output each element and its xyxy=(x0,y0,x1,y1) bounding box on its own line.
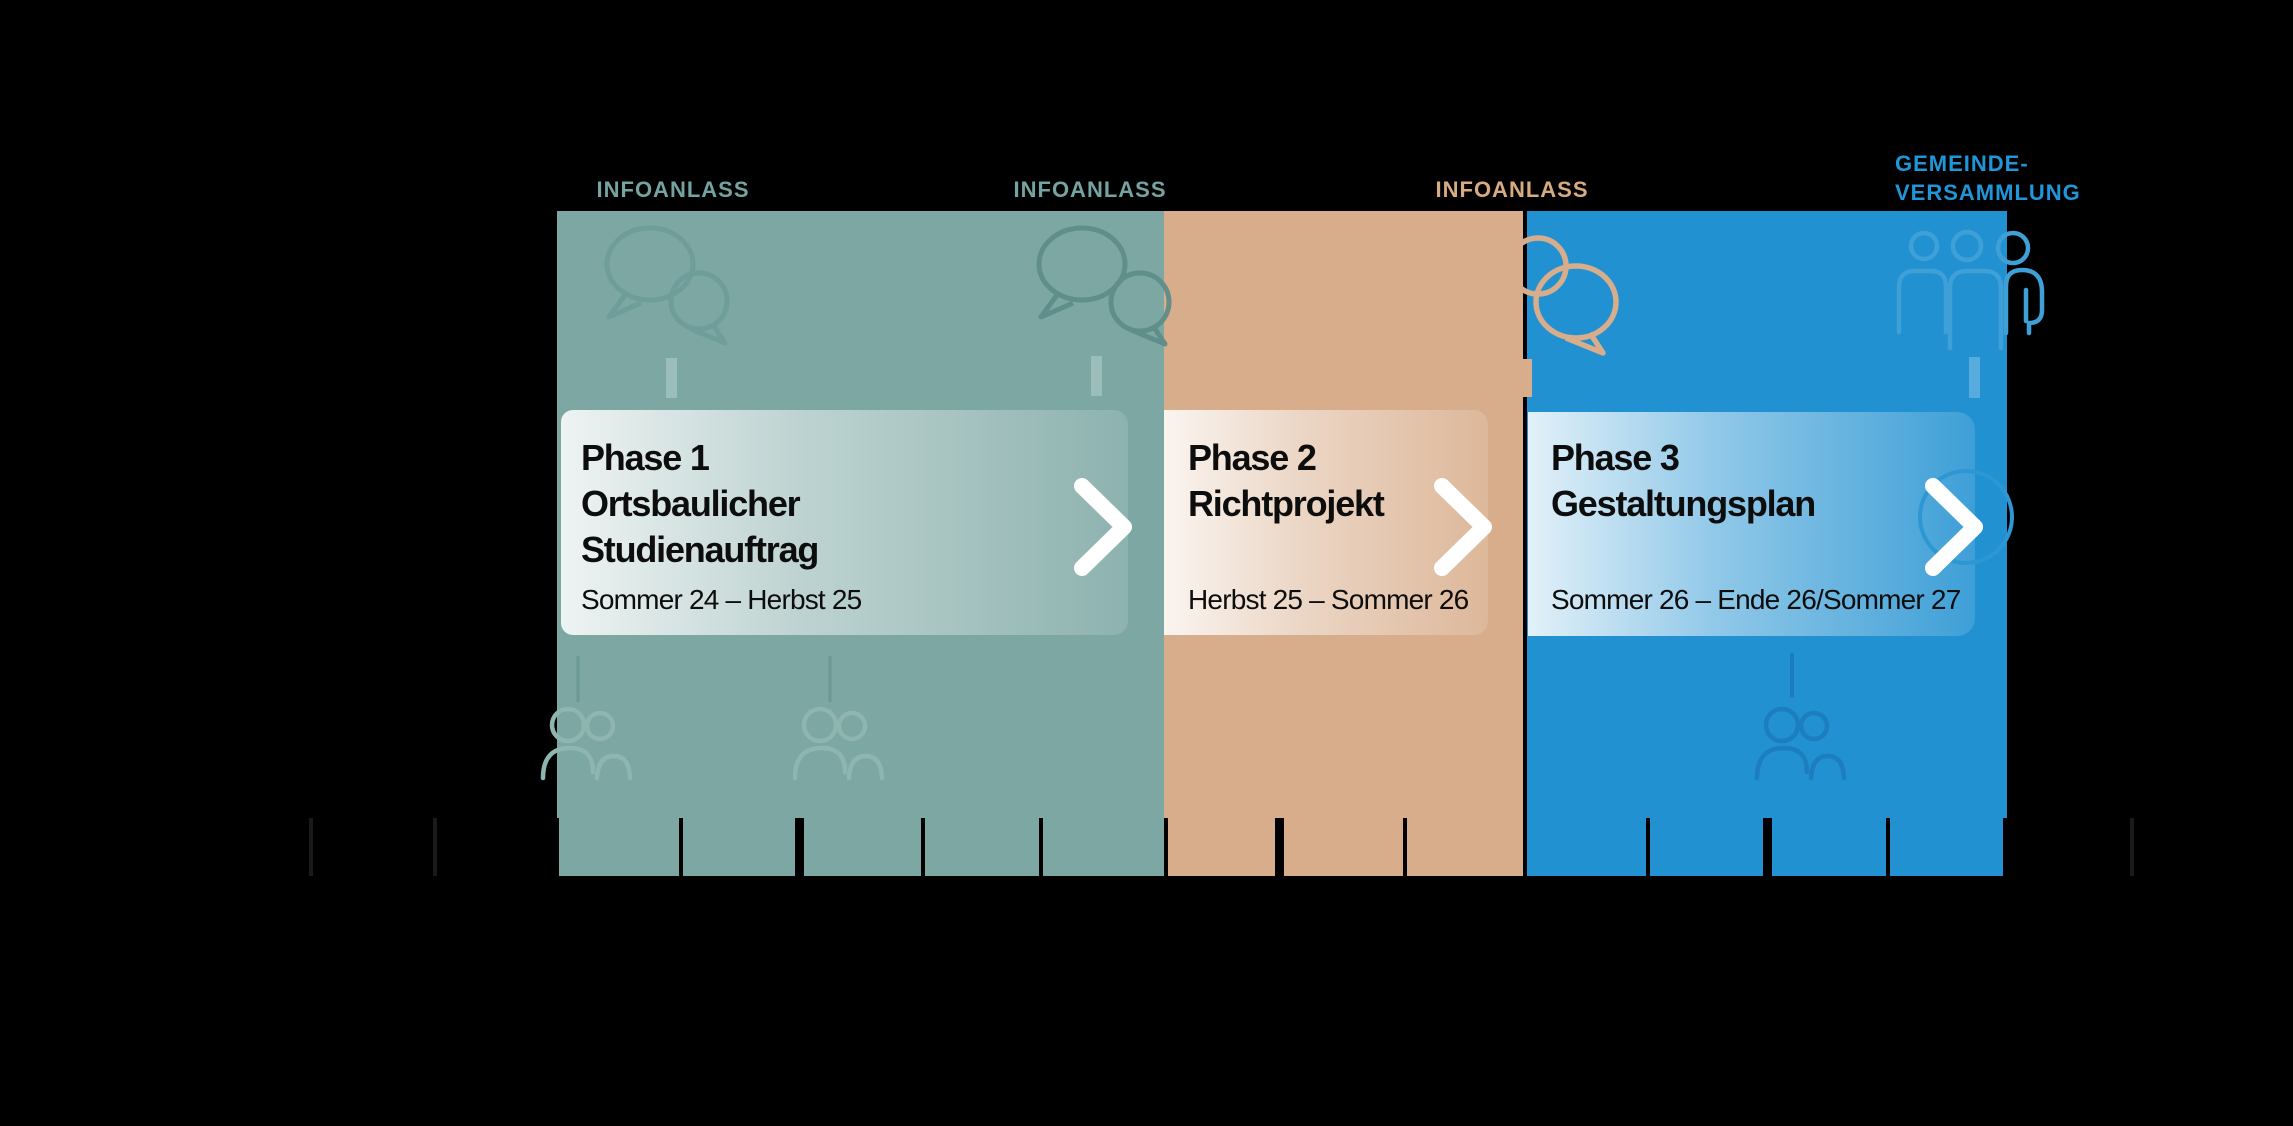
timeline-tick xyxy=(555,818,559,876)
timeline-tick xyxy=(1763,818,1772,876)
phase-1-title-line: Studienauftrag xyxy=(581,529,819,570)
phase-1-title-line: Ortsbaulicher xyxy=(581,483,801,524)
label-infoanlass-3: INFOANLASS xyxy=(1435,177,1589,202)
phase-1-block: Phase 1 Ortsbaulicher Studienauftrag Som… xyxy=(557,211,1164,876)
timeline-tick xyxy=(1646,818,1650,876)
timeline-tick xyxy=(1039,818,1043,876)
timeline-tick xyxy=(309,818,313,876)
phase-1-highlight-band xyxy=(561,410,1128,635)
phase-1-title-line: Phase 1 xyxy=(581,437,710,478)
phase-2-title: Phase 2 Richtprojekt xyxy=(1188,435,1385,527)
label-infoanlass-1: INFOANLASS xyxy=(596,177,750,202)
phase-2-title-line: Richtprojekt xyxy=(1188,483,1385,524)
timeline-tick xyxy=(921,818,925,876)
phase-3-date-range: Sommer 26 – Ende 26/Sommer 27 xyxy=(1551,584,1961,615)
phase-2-title-line: Phase 2 xyxy=(1188,437,1317,478)
timeline-tick xyxy=(1403,818,1407,876)
phase-2-block: Phase 2 Richtprojekt Herbst 25 – Sommer … xyxy=(1164,211,1523,876)
timeline-tick xyxy=(433,818,437,876)
phase-3-title-line: Gestaltungsplan xyxy=(1551,483,1816,524)
label-gemeindeversammlung: GEMEINDE- VERSAMMLUNG xyxy=(1895,149,2081,207)
timeline-tick xyxy=(1164,818,1168,876)
phase-1-date-range: Sommer 24 – Herbst 25 xyxy=(581,584,862,615)
timeline-tick xyxy=(1886,818,1890,876)
timeline-tick xyxy=(2130,818,2134,876)
timeline-tick xyxy=(1275,818,1284,876)
timeline-tick xyxy=(679,818,683,876)
label-gemeindeversammlung-line1: GEMEINDE- xyxy=(1895,151,2029,176)
phase-3-highlight-band xyxy=(1528,412,1975,636)
timeline-tick xyxy=(795,818,804,876)
label-infoanlass-2: INFOANLASS xyxy=(1013,177,1167,202)
timeline-tick xyxy=(1523,818,1527,876)
phase-3-title-line: Phase 3 xyxy=(1551,437,1680,478)
phase-3-block: Phase 3 Gestaltungsplan Sommer 26 – Ende… xyxy=(1527,211,2007,876)
phase-2-date-range: Herbst 25 – Sommer 26 xyxy=(1188,584,1469,615)
label-gemeindeversammlung-line2: VERSAMMLUNG xyxy=(1895,180,2081,205)
timeline-tick xyxy=(2003,818,2007,876)
phase-1-title: Phase 1 Ortsbaulicher Studienauftrag xyxy=(581,435,819,573)
phase-3-title: Phase 3 Gestaltungsplan xyxy=(1551,435,1816,527)
